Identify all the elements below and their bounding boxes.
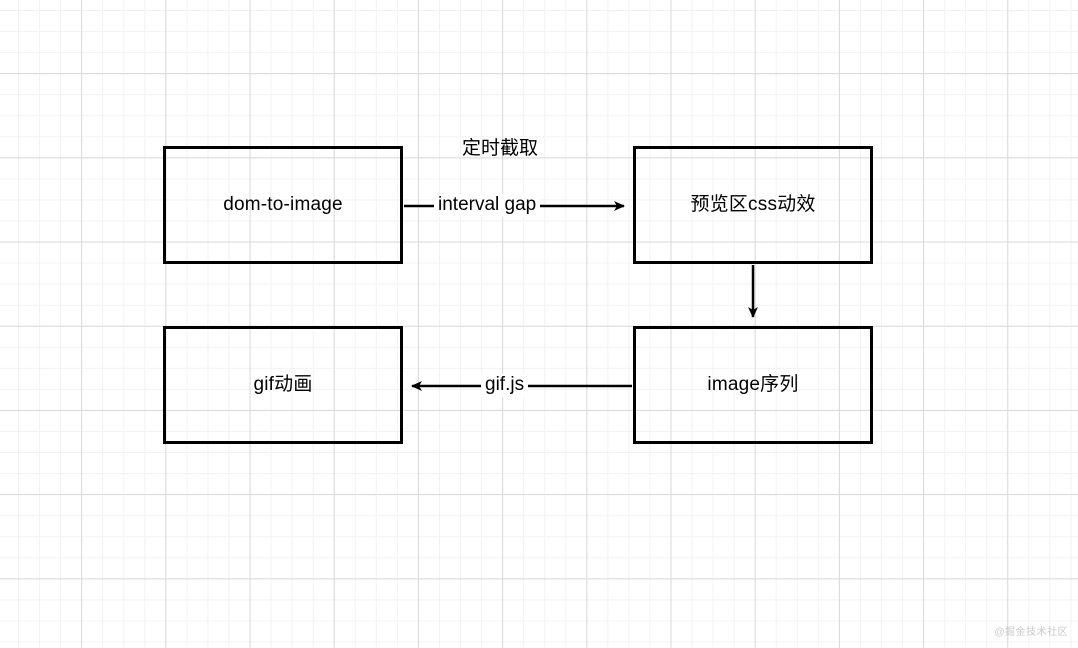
edge-label-gif-js: gif.js xyxy=(481,374,529,397)
watermark: @掘金技术社区 xyxy=(994,627,1068,638)
node-dom-to-image[interactable]: dom-to-image xyxy=(163,146,403,264)
node-label: gif动画 xyxy=(253,373,313,395)
node-image-sequence[interactable]: image序列 xyxy=(633,326,873,444)
node-label: 预览区css动效 xyxy=(690,193,816,215)
node-label: dom-to-image xyxy=(223,193,343,215)
annotation-timed-capture: 定时截取 xyxy=(462,138,539,159)
node-gif-animation[interactable]: gif动画 xyxy=(163,326,403,444)
node-label: image序列 xyxy=(707,373,799,395)
node-preview-css[interactable]: 预览区css动效 xyxy=(633,146,873,264)
edge-label-interval-gap: interval gap xyxy=(434,194,541,217)
